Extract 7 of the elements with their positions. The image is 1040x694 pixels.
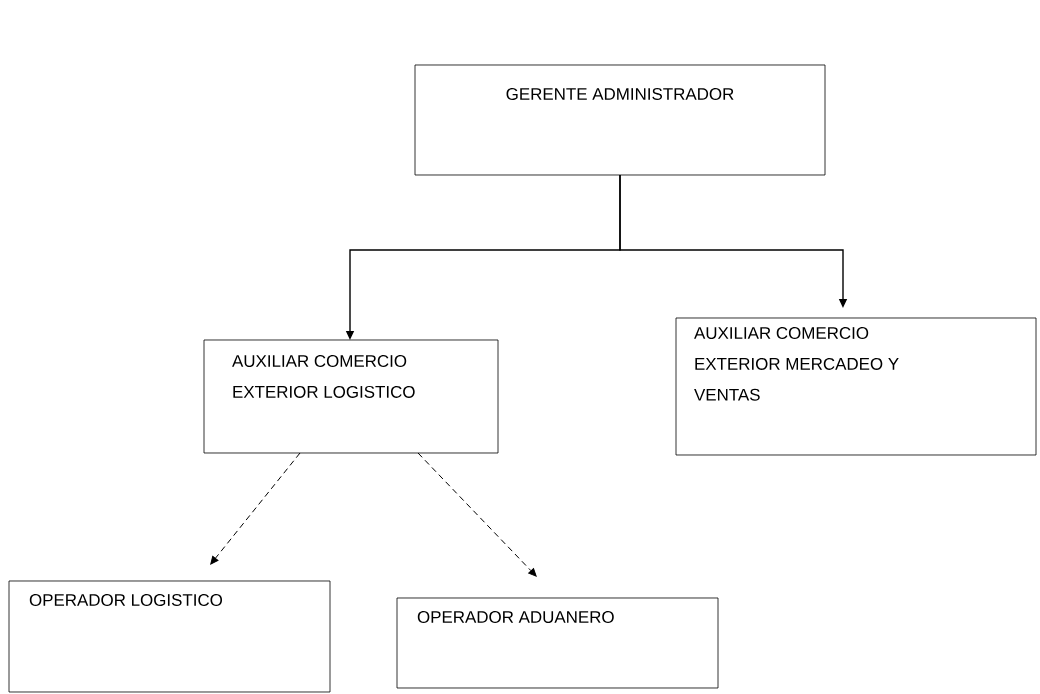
- org-box: OPERADOR ADUANERO: [396, 597, 719, 689]
- org-box: GERENTE ADMINISTRADOR: [414, 64, 826, 176]
- connector-arrow: [417, 452, 537, 577]
- connector-arrow: [210, 452, 301, 565]
- org-box: OPERADOR LOGISTICO: [8, 580, 331, 693]
- org-box: AUXILIAR COMERCIO EXTERIOR LOGISTICO: [203, 339, 499, 454]
- org-box: AUXILIAR COMERCIO EXTERIOR MERCADEO Y VENTAS: [675, 317, 1037, 456]
